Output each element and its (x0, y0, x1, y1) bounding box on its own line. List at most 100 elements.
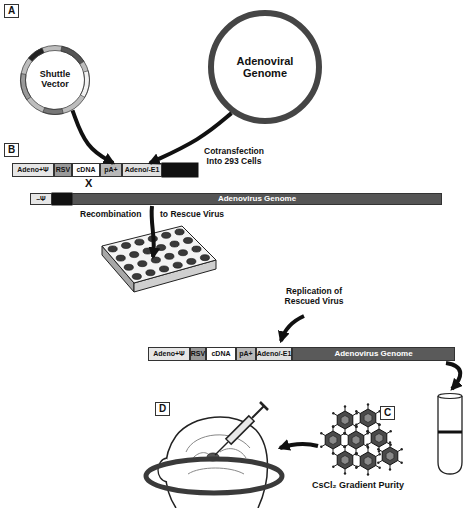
plate-well (130, 252, 139, 258)
fiber-knob (400, 448, 402, 450)
segment-box: RSV (190, 347, 206, 361)
capsid (337, 451, 353, 469)
capsid (325, 431, 341, 449)
node-text: Shuttle Vector (30, 70, 80, 90)
fiber-knob (377, 448, 379, 450)
node-text: RSV (56, 166, 70, 174)
fiber-knob (332, 466, 334, 468)
segment-box: Adenovirus Genome (292, 347, 455, 361)
fiber-knob (378, 453, 380, 455)
itr-block (162, 163, 198, 177)
segment-box: cDNA (72, 163, 100, 177)
plate-well (183, 238, 192, 244)
plasmid-circle: Shuttle Vector (20, 45, 90, 115)
segment-box: cDNA (206, 347, 236, 361)
plate-well (192, 246, 201, 252)
capsid (360, 452, 376, 470)
fiber-knob (332, 426, 334, 428)
fiber-knob (366, 446, 368, 448)
plasmid-edge (21, 46, 90, 115)
segment-box: Adenovirus Genome (72, 193, 442, 205)
segment-box: Adeno/-E1 (256, 347, 292, 361)
plate-well (135, 239, 144, 245)
capsid-face (329, 436, 337, 445)
plate-well (178, 250, 187, 256)
process-arrow (281, 316, 304, 341)
plasmid-segment (61, 46, 84, 64)
node-text: pA+ (239, 350, 252, 358)
plate-well (108, 246, 117, 252)
fiber-knob (400, 462, 402, 464)
plate-well (121, 243, 130, 249)
capsid (348, 431, 364, 449)
fiber-knob (389, 468, 391, 470)
plate-well (200, 255, 209, 261)
virus-particle (343, 425, 369, 454)
step-label: Replication of Rescued Virus (276, 287, 352, 307)
plate-well (170, 241, 179, 247)
fiber-knob (332, 412, 334, 414)
fiber-knob (332, 452, 334, 454)
plate-well (157, 245, 166, 251)
fiber-knob (355, 453, 357, 455)
stereotactic-ring (146, 459, 282, 493)
capsid-face (364, 414, 372, 423)
node-text: pA+ (104, 166, 117, 174)
panel-letter: A (4, 4, 19, 18)
plate-well (146, 270, 155, 276)
fiber-knob (378, 423, 380, 425)
fiber-knob (320, 446, 322, 448)
segment-box: Adeno+Ψ (148, 347, 190, 361)
fiber-knob (355, 426, 357, 428)
brain-fold (188, 468, 244, 474)
node-text: Adenovirus Genome (334, 350, 412, 359)
node-text: –Ψ (36, 195, 46, 203)
centrifuge-tube (438, 396, 462, 474)
fiber-knob (367, 473, 369, 475)
virus-particle (320, 425, 346, 454)
plate-well (162, 232, 171, 238)
plate-well (173, 262, 182, 268)
syringe-barrel (229, 419, 251, 441)
segment-box: pA+ (100, 163, 122, 177)
capsid-face (386, 452, 394, 461)
fiber-knob (344, 445, 346, 447)
virus-cluster (320, 403, 403, 475)
fiber-knob (332, 452, 334, 454)
fiber-knob (366, 444, 368, 446)
syringe-plunger (252, 406, 264, 418)
fiber-knob (332, 425, 334, 427)
plate-top (102, 226, 216, 283)
transfer-arrow (150, 113, 231, 163)
fiber-knob (343, 446, 345, 448)
plasmid-segment (28, 48, 44, 61)
capsid-face (341, 416, 349, 425)
plasmid-circle: Adenoviral Genome (208, 10, 322, 124)
brain-fold (186, 435, 250, 452)
step-label: Recombination (80, 210, 141, 220)
capsid (337, 411, 353, 429)
fiber-knob (389, 430, 391, 432)
node-text: Adenovirus Genome (218, 195, 296, 204)
capsid (371, 429, 387, 447)
capsid-face (341, 456, 349, 465)
virus-particle (355, 446, 381, 475)
capsid-face (352, 436, 360, 445)
step-label: CsCl₂ Gradient Purity (312, 480, 404, 490)
fiber-knob (378, 467, 380, 469)
node-text: cDNA (211, 350, 230, 358)
process-arrow (446, 363, 460, 389)
capsid-face (364, 457, 372, 466)
fiber-knob (320, 432, 322, 434)
itr-block (52, 193, 72, 205)
plate-well (116, 255, 125, 261)
fiber-knob (355, 425, 357, 427)
virus-particle (332, 405, 358, 434)
syringe-needle (215, 442, 228, 455)
segment-box: Adeno+Ψ (12, 163, 54, 177)
plate-well (165, 253, 174, 259)
